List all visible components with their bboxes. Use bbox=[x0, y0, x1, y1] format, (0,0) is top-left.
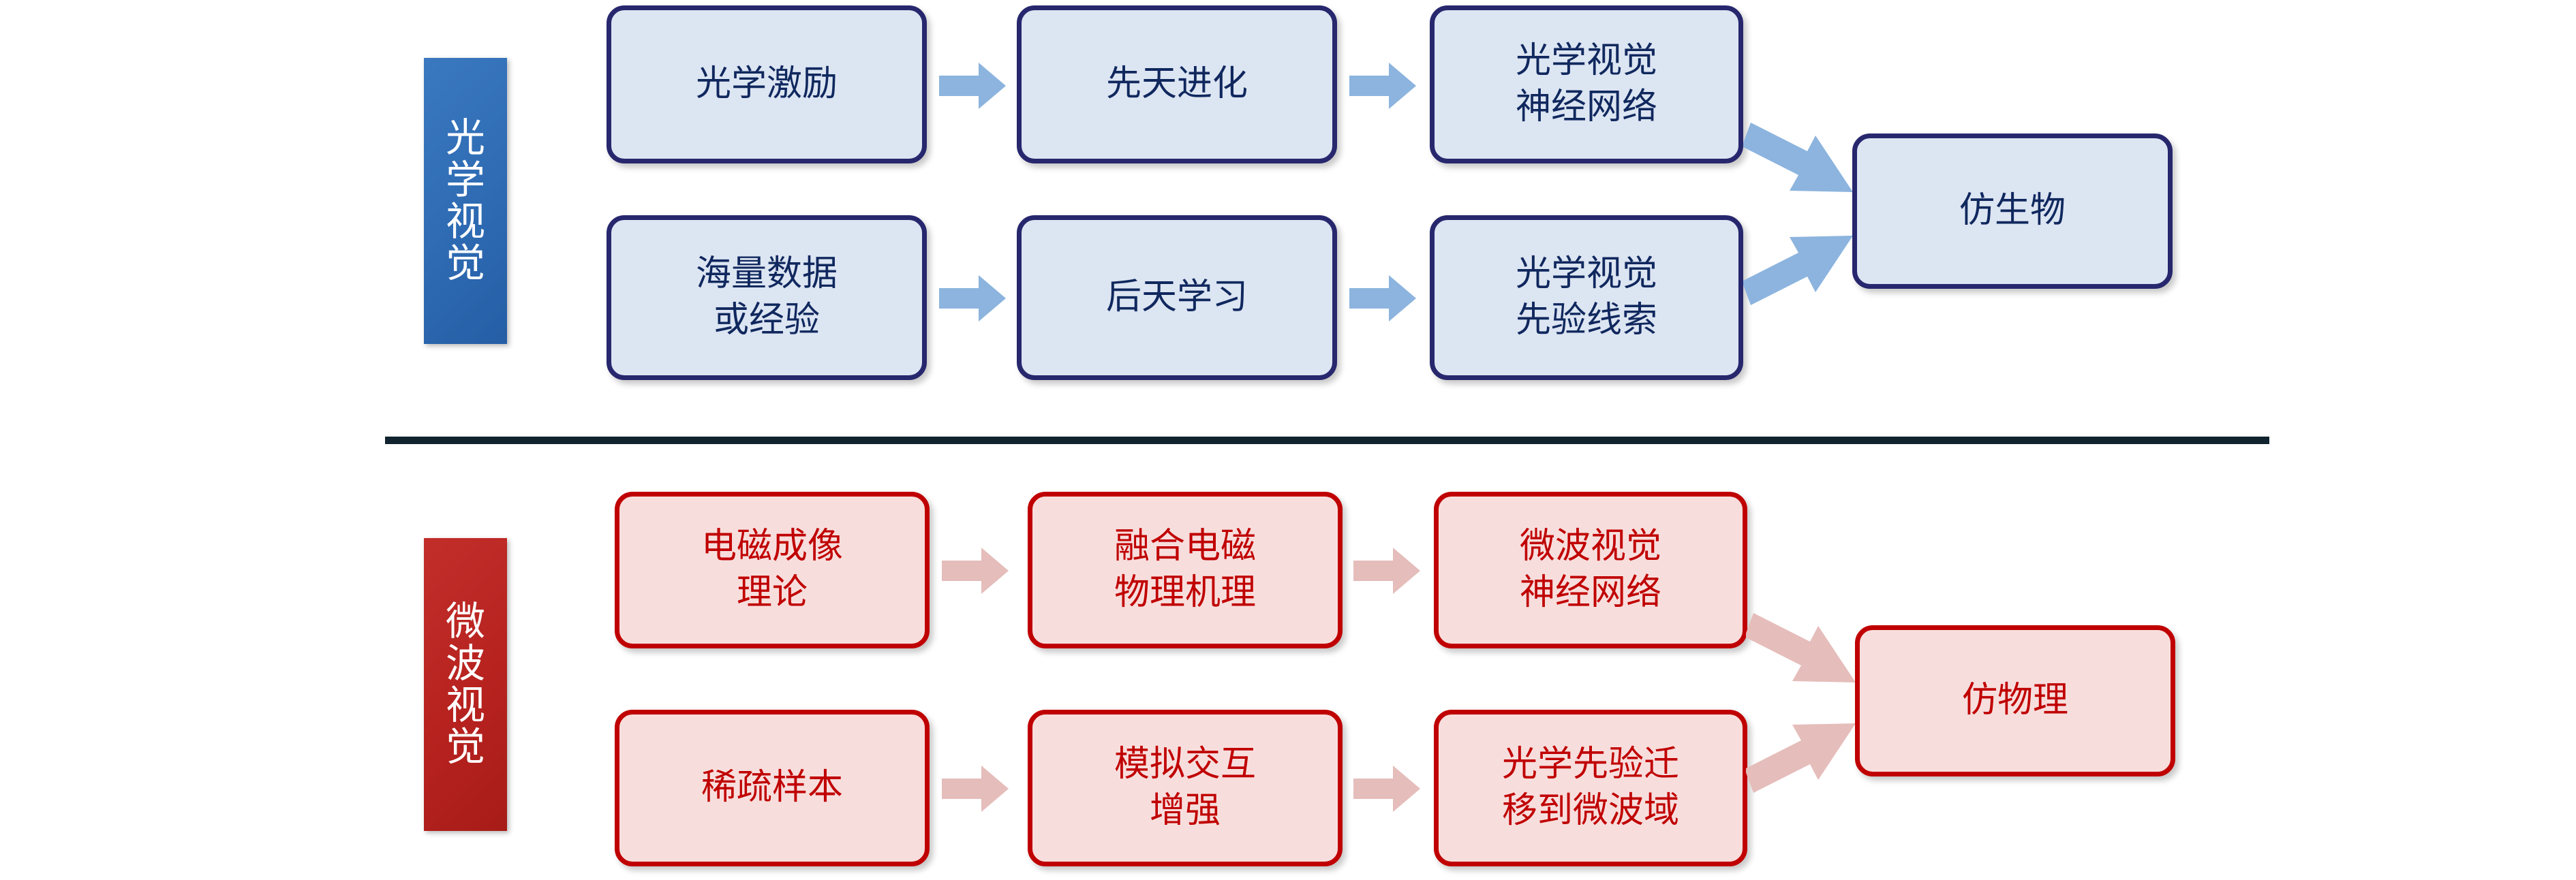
process-box-microwave-r2-3[interactable]: 光学先验迁 移到微波域 bbox=[1434, 710, 1747, 866]
right-arrow-icon bbox=[939, 275, 1006, 321]
section-tab-char: 觉 bbox=[445, 723, 485, 770]
right-arrow-icon bbox=[1353, 766, 1420, 812]
section-divider bbox=[385, 437, 2269, 444]
process-box-label: 仿生物 bbox=[1959, 190, 2066, 232]
process-box-microwave-result[interactable]: 仿物理 bbox=[1855, 625, 2175, 776]
process-box-label: 光学视觉 神经网络 bbox=[1515, 40, 1657, 127]
section-tab-char: 觉 bbox=[445, 240, 485, 287]
process-box-label: 先天进化 bbox=[1105, 63, 1248, 105]
process-box-optical-r2-3[interactable]: 光学视觉 先验线索 bbox=[1430, 215, 1743, 380]
diagonal-up-right-arrow-icon bbox=[1743, 225, 1852, 313]
section-tab-optical-vision: 光 学 视 觉 bbox=[424, 58, 507, 344]
section-tab-char: 光 bbox=[445, 114, 485, 161]
process-box-microwave-r2-1[interactable]: 稀疏样本 bbox=[615, 710, 930, 866]
process-box-label: 融合电磁 物理机理 bbox=[1114, 526, 1256, 613]
section-tab-char: 微 bbox=[445, 598, 485, 645]
process-box-optical-r1-2[interactable]: 先天进化 bbox=[1017, 5, 1337, 163]
process-box-optical-r1-1[interactable]: 光学激励 bbox=[607, 5, 927, 163]
diagonal-up-right-arrow-icon bbox=[1746, 712, 1855, 801]
right-arrow-icon bbox=[942, 548, 1009, 594]
section-tab-microwave-vision: 微 波 视 觉 bbox=[424, 538, 507, 831]
process-box-label: 仿物理 bbox=[1961, 680, 2068, 721]
section-tab-char: 视 bbox=[445, 682, 485, 728]
section-tab-char: 视 bbox=[445, 198, 485, 245]
right-arrow-icon bbox=[1353, 548, 1420, 594]
process-box-label: 光学先验迁 移到微波域 bbox=[1501, 744, 1679, 831]
process-box-label: 微波视觉 神经网络 bbox=[1519, 526, 1661, 613]
process-box-optical-r2-2[interactable]: 后天学习 bbox=[1017, 215, 1337, 380]
process-box-label: 后天学习 bbox=[1105, 277, 1248, 318]
process-box-microwave-r1-1[interactable]: 电磁成像 理论 bbox=[615, 492, 930, 648]
right-arrow-icon bbox=[939, 63, 1006, 109]
right-arrow-icon bbox=[1349, 63, 1416, 109]
process-box-label: 光学视觉 先验线索 bbox=[1515, 253, 1657, 341]
process-box-microwave-r1-3[interactable]: 微波视觉 神经网络 bbox=[1434, 492, 1747, 648]
process-box-optical-r2-1[interactable]: 海量数据 或经验 bbox=[607, 215, 927, 380]
diagonal-down-right-arrow-icon bbox=[1743, 114, 1852, 203]
process-box-label: 海量数据 或经验 bbox=[695, 253, 838, 341]
right-arrow-icon bbox=[942, 766, 1009, 812]
process-box-label: 电磁成像 理论 bbox=[701, 526, 843, 613]
diagonal-down-right-arrow-icon bbox=[1746, 605, 1855, 693]
process-box-label: 稀疏样本 bbox=[701, 767, 843, 808]
section-tab-char: 波 bbox=[445, 640, 485, 687]
process-box-microwave-r2-2[interactable]: 模拟交互 增强 bbox=[1028, 710, 1343, 866]
process-box-microwave-r1-2[interactable]: 融合电磁 物理机理 bbox=[1028, 492, 1343, 648]
right-arrow-icon bbox=[1349, 275, 1416, 321]
process-box-optical-r1-3[interactable]: 光学视觉 神经网络 bbox=[1430, 5, 1743, 163]
process-box-optical-result[interactable]: 仿生物 bbox=[1852, 133, 2173, 289]
section-tab-char: 学 bbox=[445, 156, 485, 203]
process-box-label: 模拟交互 增强 bbox=[1114, 744, 1256, 831]
process-box-label: 光学激励 bbox=[695, 63, 838, 105]
